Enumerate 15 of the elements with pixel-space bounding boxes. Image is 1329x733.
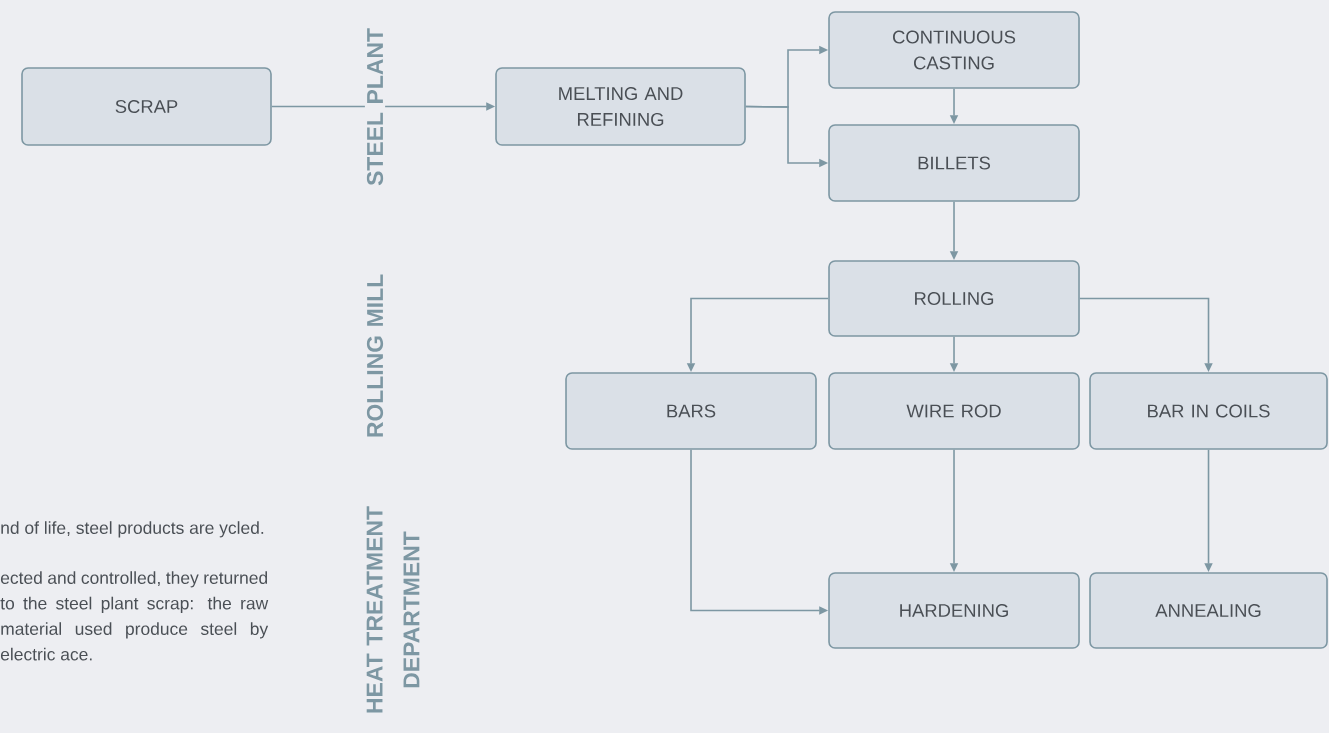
- process-box: WIRE ROD: [828, 372, 1080, 450]
- note-paragraph: nd of life, steel products are ycled.: [1, 521, 264, 538]
- process-box: ANNEALING: [1089, 572, 1328, 649]
- process-box: CONTINUOUS CASTING: [828, 11, 1080, 89]
- section-label: STEEL PLANT: [364, 0, 386, 217]
- note-paragraph: ected and controlled, they returned to the steel plant scrap: the raw material used produce steel by electric ace.: [0, 571, 269, 661]
- process-box: HARDENING: [828, 572, 1080, 649]
- process-box: ROLLING: [828, 260, 1080, 337]
- process-box: SCRAP: [21, 67, 272, 146]
- section-label: ROLLING MILL: [364, 246, 386, 466]
- section-label: HEAT TREATMENT DEPARTMENT: [364, 500, 422, 720]
- process-box: MELTING AND REFINING: [495, 67, 746, 146]
- process-box: BARS: [565, 372, 817, 450]
- process-box: BILLETS: [828, 124, 1080, 202]
- process-box: BAR IN COILS: [1089, 372, 1328, 450]
